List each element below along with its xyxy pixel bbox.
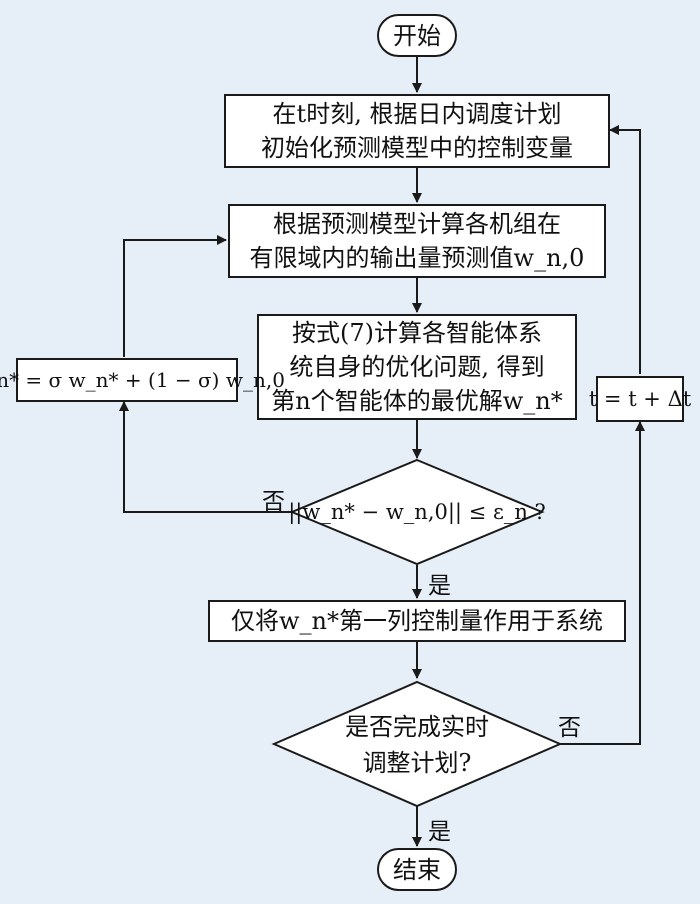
init-step-box: 在t时刻, 根据日内调度计划 初始化预测模型中的控制变量 bbox=[224, 94, 610, 168]
done-decision-text: 是否完成实时 调整计划? bbox=[300, 708, 534, 782]
optimize-step-line-2: 统自身的优化问题, 得到 bbox=[289, 353, 545, 381]
done-no-label: 否 bbox=[558, 715, 581, 741]
arrow-time-to-init bbox=[609, 125, 641, 374]
done-decision-line-1: 是否完成实时 bbox=[345, 713, 489, 741]
converge-no-label: 否 bbox=[262, 489, 285, 515]
optimize-step-line-3: 第n个智能体的最优解w_n* bbox=[271, 387, 563, 415]
done-decision-line-2: 调整计划? bbox=[362, 749, 472, 777]
predict-step-box: 根据预测模型计算各机组在 有限域内的输出量预测值w_n,0 bbox=[228, 204, 606, 278]
predict-step-line-1: 根据预测模型计算各机组在 bbox=[273, 210, 561, 238]
end-label: 结束 bbox=[393, 855, 441, 884]
time-update-text: t = t + Δt bbox=[588, 387, 692, 411]
predict-step-line-2: 有限域内的输出量预测值w_n,0 bbox=[249, 244, 585, 272]
arrow-converge-no bbox=[119, 401, 292, 513]
optimize-step-box: 按式(7)计算各智能体系 统自身的优化问题, 得到 第n个智能体的最优解w_n* bbox=[257, 314, 577, 420]
apply-step-text: 仅将w_n*第一列控制量作用于系统 bbox=[231, 607, 603, 635]
converge-diamond bbox=[289, 458, 545, 566]
done-yes-label: 是 bbox=[428, 819, 451, 845]
update-rule-text: w_n* = σ w_n* + (1 − σ) w_n,0 bbox=[0, 368, 285, 392]
time-update-box: t = t + Δt bbox=[589, 376, 691, 422]
init-step-line-2: 初始化预测模型中的控制变量 bbox=[261, 134, 573, 162]
converge-yes-label: 是 bbox=[428, 573, 451, 599]
start-terminal: 开始 bbox=[377, 14, 457, 57]
init-step-line-1: 在t时刻, 根据日内调度计划 bbox=[272, 100, 562, 128]
converge-decision-label: ||w_n* − w_n,0|| ≤ ε_n ? bbox=[288, 500, 546, 524]
optimize-step-line-1: 按式(7)计算各智能体系 bbox=[292, 319, 542, 347]
update-rule-box: w_n* = σ w_n* + (1 − σ) w_n,0 bbox=[0, 358, 285, 402]
arrow-update-to-predict bbox=[123, 235, 227, 357]
apply-step-box: 仅将w_n*第一列控制量作用于系统 bbox=[208, 600, 626, 642]
converge-decision-text: ||w_n* − w_n,0|| ≤ ε_n ? bbox=[288, 490, 546, 534]
arrow-done-no bbox=[560, 421, 645, 745]
done-diamond bbox=[271, 680, 563, 808]
end-terminal: 结束 bbox=[377, 848, 457, 891]
start-label: 开始 bbox=[393, 21, 441, 50]
